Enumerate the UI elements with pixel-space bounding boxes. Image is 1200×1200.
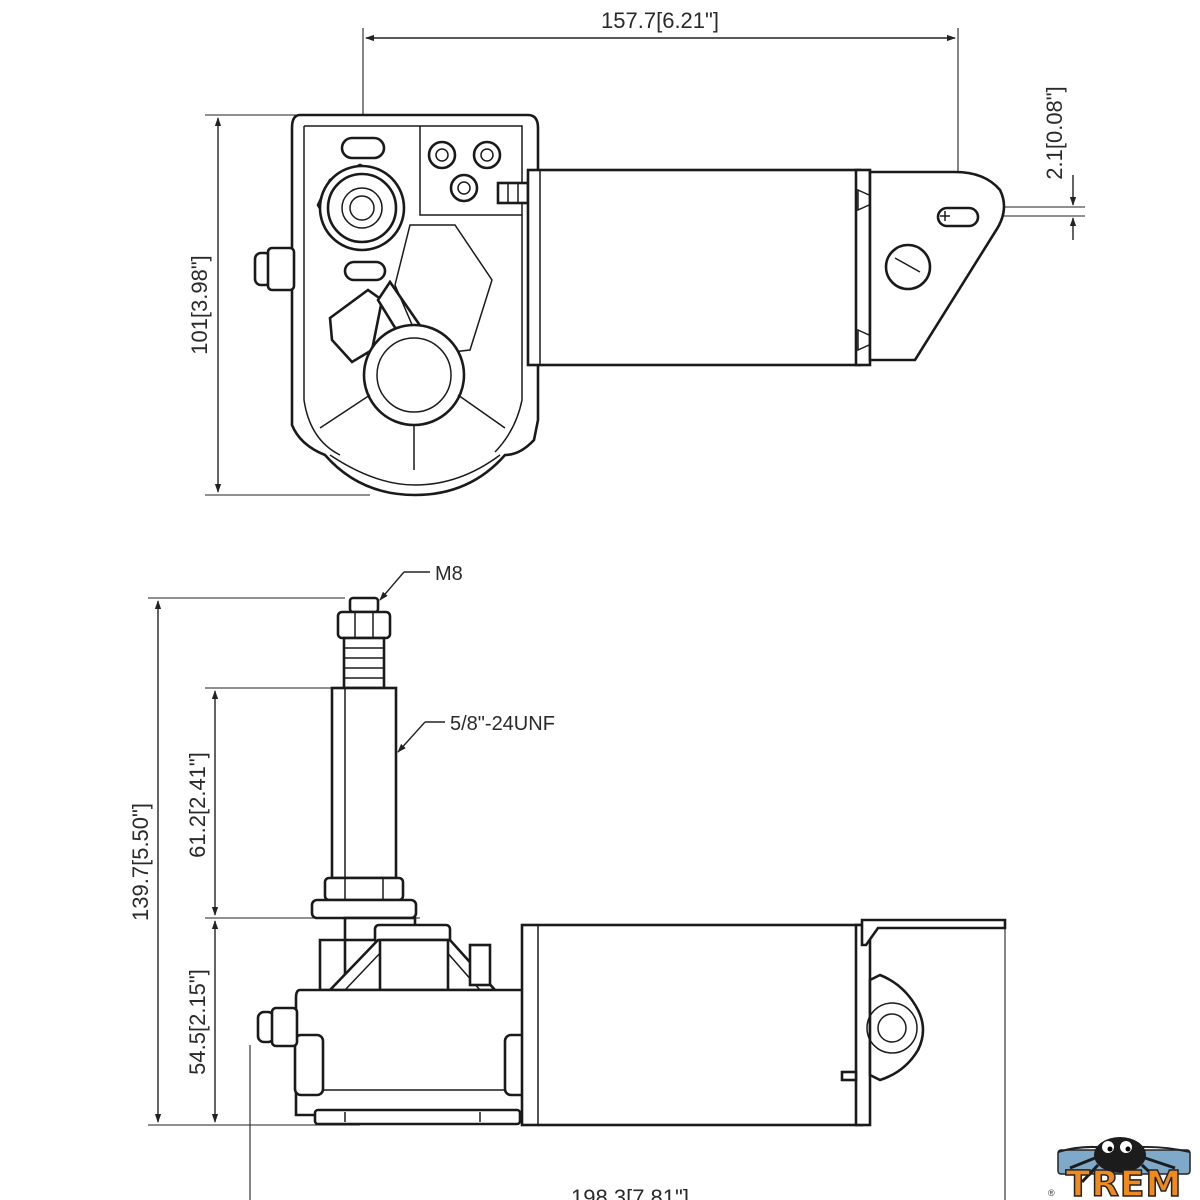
side-stud — [253, 246, 296, 292]
side-body-height-label: 54.5[2.15"] — [185, 969, 210, 1075]
spindle-shaft — [330, 686, 398, 880]
side-view: 139.7[5.50"] 61.2[2.41"] 54.5[2.15"] 198… — [128, 563, 1007, 1200]
housing-bolts — [427, 140, 502, 203]
callout-thread: 5/8"-24UNF — [397, 713, 555, 753]
side-bracket — [860, 918, 1007, 947]
logo-registered: ® — [1048, 1188, 1055, 1198]
side-total-length-dimension: 198.3[7.81"] — [249, 925, 1006, 1200]
side-shaft-height-label: 61.2[2.41"] — [185, 752, 210, 858]
drive-hub — [362, 323, 466, 427]
side-total-length-label: 198.3[7.81"] — [571, 1185, 689, 1200]
callout-m8-label: M8 — [435, 563, 463, 585]
top-offset-label: 2.1[0.08"] — [1042, 86, 1067, 179]
side-total-height-label: 139.7[5.50"] — [128, 803, 153, 921]
top-view: 157.7[6.21"] 101[3.98"] 2.1[0.08"] — [187, 8, 1085, 497]
gearbox-housing — [290, 113, 540, 497]
side-total-height-dimension: 139.7[5.50"] — [128, 597, 360, 1126]
side-body-height-dimension: 54.5[2.15"] — [185, 920, 219, 1123]
spindle-nut — [316, 163, 406, 252]
callout-thread-label: 5/8"-24UNF — [450, 713, 555, 735]
top-height-dimension: 101[3.98"] — [187, 114, 370, 496]
top-width-dimension: 157.7[6.21"] — [362, 8, 959, 215]
motor-body-side — [520, 923, 864, 1127]
top-width-label: 157.7[6.21"] — [601, 8, 719, 33]
trem-logo: TREM ® — [1048, 1137, 1191, 1200]
side-view-stud — [256, 1006, 299, 1048]
callout-m8: M8 — [379, 563, 463, 601]
motor-body — [526, 168, 862, 367]
gearbox-side — [293, 916, 535, 1126]
top-height-label: 101[3.98"] — [187, 255, 212, 355]
end-boss — [866, 973, 925, 1082]
shaft-nut — [336, 596, 392, 640]
side-shaft-height-dimension: 61.2[2.41"] — [185, 687, 420, 919]
logo-mascot-icon — [1069, 1137, 1176, 1184]
logo-text: TREM — [1066, 1164, 1183, 1200]
top-offset-dimension: 2.1[0.08"] — [940, 86, 1085, 240]
